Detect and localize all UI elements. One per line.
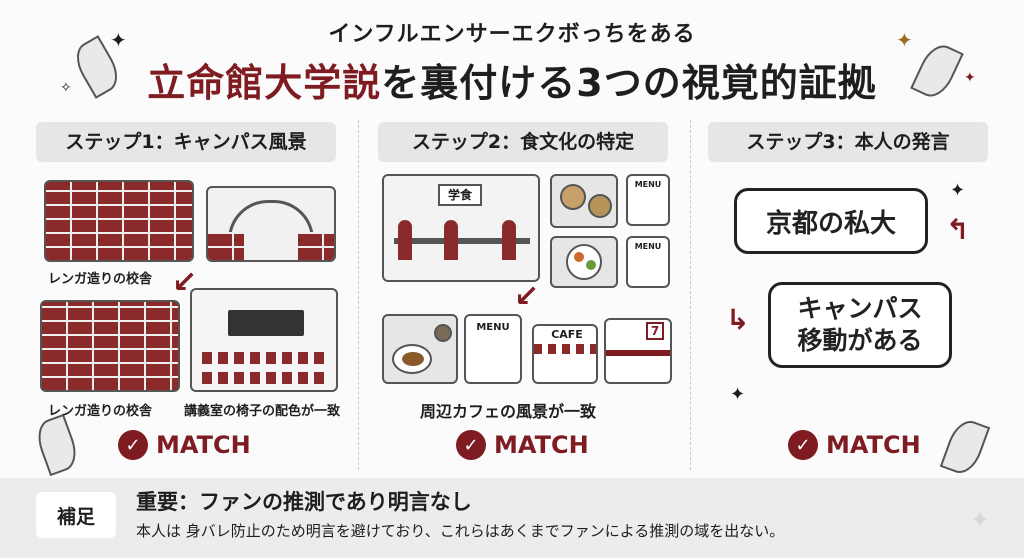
note-bar [0, 478, 1024, 558]
sparkle-icon: ✦ [730, 384, 746, 405]
cafeteria-sign: 学食 [438, 184, 482, 206]
brick-building-image [44, 180, 194, 262]
arrow-icon: ↰ [946, 213, 970, 246]
step2-result: MATCH [494, 431, 589, 459]
step2-match: ✓ MATCH [456, 428, 589, 462]
cafe-storefront-image: CAFE [532, 324, 598, 384]
step1-match: ✓ MATCH [118, 428, 251, 462]
brick-wall-image [40, 300, 180, 392]
step2-caption: 周辺カフェの風景が一致 [420, 402, 597, 421]
step1-caption-1: レンガ造りの校舎 [48, 272, 153, 287]
note-text: 本人は 身バレ防止のため明言を避けており、これらはあくまでファンによる推測の域を… [136, 522, 785, 540]
menu-card-image: MENU [626, 174, 670, 226]
store-label: 7 [646, 322, 664, 340]
step1-caption-2: レンガ造りの校舎 [48, 404, 153, 419]
step3-result: MATCH [826, 431, 921, 459]
sparkle-icon: ✦ [970, 506, 991, 534]
salad-plate-image [550, 236, 618, 288]
cafe-label: CAFE [551, 328, 583, 341]
cafeteria-image: 学食 [382, 174, 540, 282]
speech-bubble-2: キャンパス 移動がある [768, 282, 952, 368]
note-title: 重要：ファンの推測であり明言なし [136, 490, 472, 514]
sparkle-icon: ✦ [896, 28, 913, 52]
title-rest: を裏付ける3つの視覚的証拠 [381, 61, 877, 105]
sparkle-icon: ✦ [964, 70, 976, 86]
check-icon: ✓ [456, 430, 486, 460]
meal-tray-image [550, 174, 618, 228]
sparkle-icon: ✧ [60, 80, 72, 96]
step2-heading: ステップ2：食文化の特定 [378, 122, 668, 162]
speech-bubble-1: 京都の私大 [734, 188, 928, 254]
bubble-2-text: キャンパス 移動がある [797, 293, 923, 356]
curry-tray-image [382, 314, 458, 384]
title-highlight: 立命館大学説 [147, 61, 382, 105]
step3-heading: ステップ3：本人の発言 [708, 122, 988, 162]
campus-gate-image [206, 186, 336, 262]
sparkle-icon: ✦ [950, 180, 966, 201]
menu-card-image-2: MENU [626, 236, 670, 288]
leaf-icon [939, 415, 991, 479]
check-icon: ✓ [788, 430, 818, 460]
note-tag: 補足 [36, 492, 116, 538]
page-title: 立命館大学説を裏付ける3つの視覚的証拠 [0, 52, 1024, 107]
column-separator [690, 120, 691, 470]
column-separator [358, 120, 359, 470]
lecture-room-image [190, 288, 338, 392]
check-icon: ✓ [118, 430, 148, 460]
step1-heading: ステップ1：キャンパス風景 [36, 122, 336, 162]
leaf-icon [31, 413, 83, 477]
step3-match: ✓ MATCH [788, 428, 921, 462]
menu-label: MENU [634, 242, 662, 251]
menu-card-image-3: MENU [464, 314, 522, 384]
step1-caption-3: 講義室の椅子の配色が一致 [184, 404, 341, 419]
arrow-icon: ↙ [514, 279, 540, 314]
step1-result: MATCH [156, 431, 251, 459]
bubble-1-text: 京都の私大 [765, 208, 896, 239]
menu-label: MENU [634, 180, 662, 189]
subtitle: インフルエンサーエクボっちをある [328, 22, 696, 47]
arrow-icon: ↳ [726, 303, 750, 336]
menu-label: MENU [476, 322, 510, 333]
sparkle-icon: ✦ [110, 28, 127, 52]
convenience-store-image: 7 [604, 318, 672, 384]
